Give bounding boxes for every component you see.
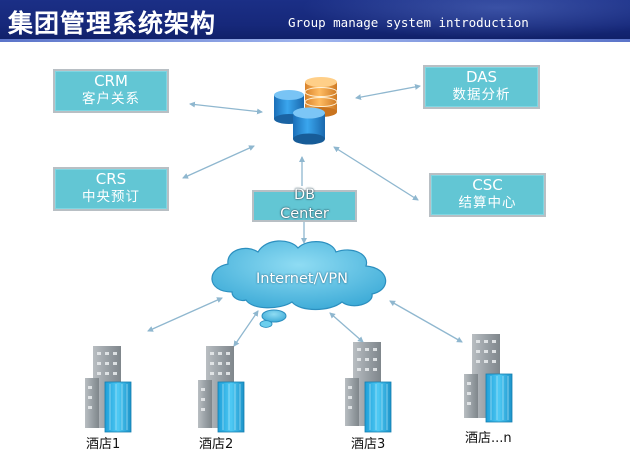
connector-arrows [147,83,463,347]
module-crs-name: 中央预订 [82,189,140,205]
page-title: 集团管理系统架构 [8,9,217,38]
module-das-name: 数据分析 [452,87,511,103]
db-center-line2: Center [280,206,329,222]
module-crm-code: CRM [94,72,128,90]
module-csc-name: 结算中心 [458,195,517,211]
title-bar-stripe [0,39,630,42]
arrow-cloud-hotel1 [147,297,223,332]
hotel-building-icon-1 [85,346,132,433]
internet-cloud-icon [211,240,387,328]
hotel-building-icon-3 [345,342,392,433]
hotel-building-icon-n [464,334,513,423]
title-bar-sheen [300,0,630,39]
arrow-csc-db [333,146,419,201]
db-center-box [252,190,357,222]
hotel-label-n: 酒店...n [465,431,512,446]
db-center-line1: DB [293,187,316,203]
arrow-cloud-hotel2 [233,310,259,347]
hotel-building-icon-2 [198,346,245,433]
module-das: DAS 数据分析 [423,65,540,109]
hotel-label-1: 酒店1 [86,437,121,452]
database-server-icon [274,77,338,145]
arrow-cloud-hoteln [389,300,463,343]
arrow-cloud-hotel3 [329,312,364,343]
title-bar: 集团管理系统架构 Group manage system introductio… [0,0,630,42]
hotel-label-3: 酒店3 [351,437,386,452]
network-label: Internet/VPN [256,271,348,287]
module-das-code: DAS [465,68,498,86]
module-csc: CSC 结算中心 [429,173,546,217]
module-crm: CRM 客户关系 [53,69,169,113]
module-csc-code: CSC [472,176,503,194]
database-blue-front [293,107,325,145]
module-crm-name: 客户关系 [82,91,140,107]
db-center-label: DB Center [252,186,357,224]
module-crs-code: CRS [95,170,127,188]
page-subtitle: Group manage system introduction [288,15,529,30]
arrow-crm-db [189,101,263,115]
arrow-das-db [355,83,421,101]
module-crs: CRS 中央预订 [53,167,169,211]
hotel-label-2: 酒店2 [199,437,234,452]
arrow-crs-db [182,145,255,179]
